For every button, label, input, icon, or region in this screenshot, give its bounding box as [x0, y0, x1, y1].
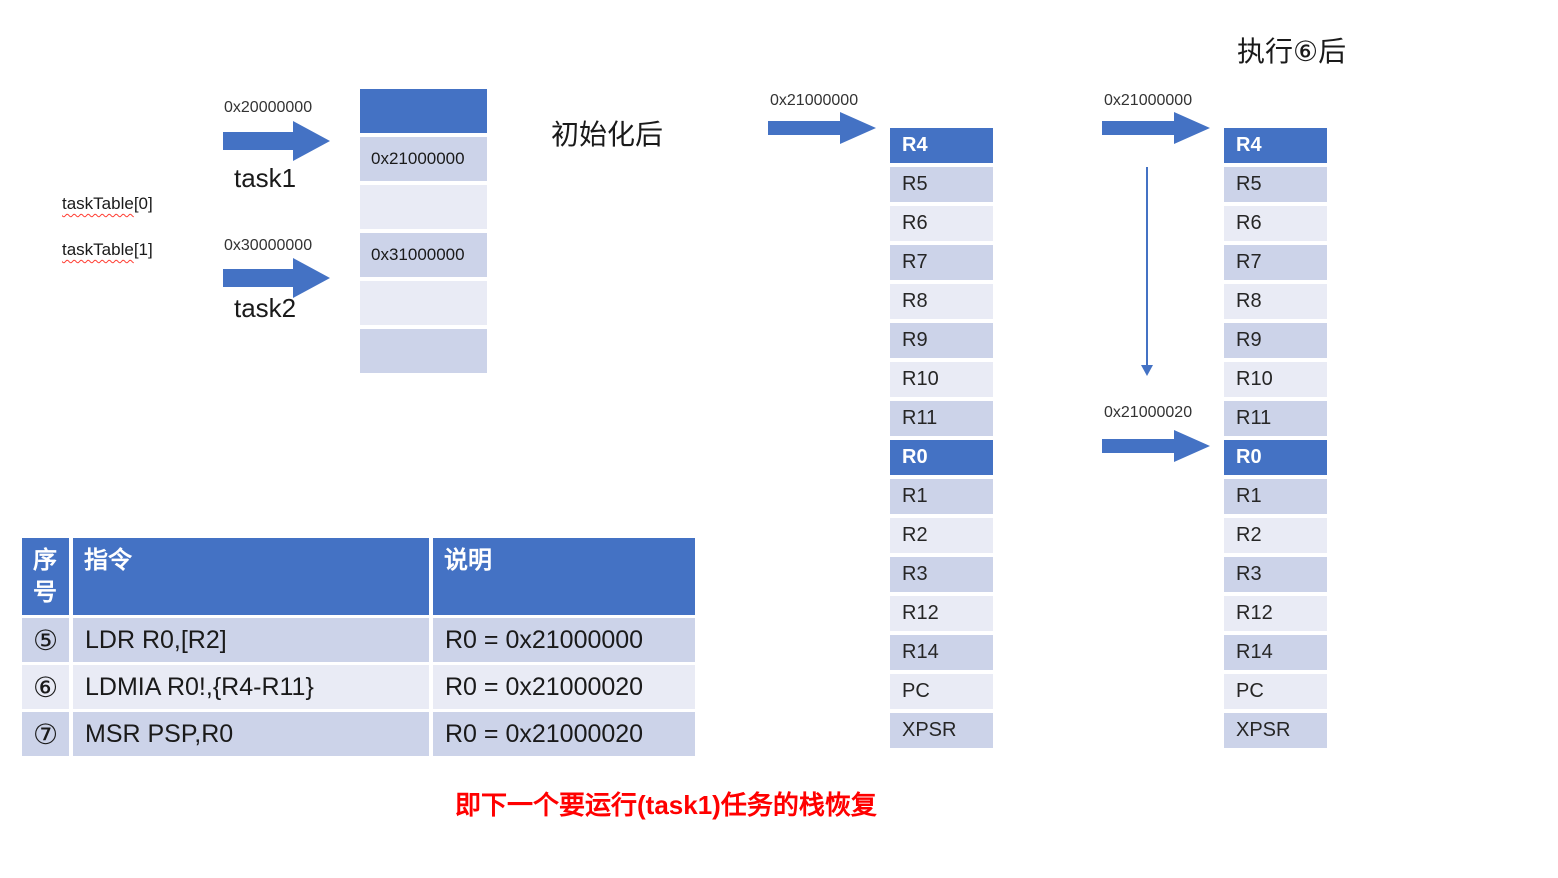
table-row1-instruction: LDR R0,[R2] — [73, 618, 429, 662]
register-row-r4: R4 — [890, 128, 993, 163]
task2-right-arrow-icon — [223, 258, 330, 298]
arrow-head — [1141, 365, 1153, 376]
register-row-pc: PC — [1224, 674, 1327, 709]
stack-step6-mid-pointer-address: 0x21000020 — [1104, 404, 1193, 421]
arrow-line — [1146, 167, 1148, 365]
register-row-r11: R11 — [890, 401, 993, 436]
memory-cell-0 — [360, 89, 487, 133]
arrow-head — [1174, 430, 1210, 462]
register-row-r2: R2 — [890, 518, 993, 553]
memory-cell-1: 0x21000000 — [360, 137, 487, 181]
label-stem: taskTable — [62, 194, 134, 213]
stack-init-pointer-address: 0x21000000 — [770, 92, 859, 109]
register-row-r14: R14 — [1224, 635, 1327, 670]
register-row-r10: R10 — [1224, 362, 1327, 397]
col-header-instruction: 指令 — [73, 538, 429, 615]
label-index: [0] — [133, 194, 153, 213]
memory-cell-3: 0x31000000 — [360, 233, 487, 277]
tasktable0-label: taskTable[0] — [62, 194, 153, 214]
table-row3-instruction: MSR PSP,R0 — [73, 712, 429, 756]
register-row-r5: R5 — [890, 167, 993, 202]
stack-init-pointer-arrow-icon — [768, 112, 876, 144]
task2-name: task2 — [234, 293, 297, 323]
register-row-xpsr: XPSR — [1224, 713, 1327, 748]
register-row-r3: R3 — [1224, 557, 1327, 592]
heading-after-step6: 执行⑥后 — [1237, 36, 1347, 67]
tcb-memory-block: 0x21000000 0x31000000 — [360, 89, 487, 377]
table-row2-description: R0 = 0x21000020 — [433, 665, 695, 709]
table-row2-seq: ⑥ — [22, 665, 69, 709]
table-row2-instruction: LDMIA R0!,{R4-R11} — [73, 665, 429, 709]
heading-after-init: 初始化后 — [551, 119, 664, 150]
register-row-r1: R1 — [890, 479, 993, 514]
col-header-description: 说明 — [433, 538, 695, 615]
table-row3-seq: ⑦ — [22, 712, 69, 756]
register-row-r8: R8 — [890, 284, 993, 319]
register-row-r12: R12 — [890, 596, 993, 631]
register-row-r8: R8 — [1224, 284, 1327, 319]
arrow-head — [293, 121, 330, 161]
register-row-xpsr: XPSR — [890, 713, 993, 748]
memory-cell-2 — [360, 185, 487, 229]
register-row-r9: R9 — [890, 323, 993, 358]
table-row1-description: R0 = 0x21000000 — [433, 618, 695, 662]
register-row-r4: R4 — [1224, 128, 1327, 163]
register-row-r1: R1 — [1224, 479, 1327, 514]
register-row-r0: R0 — [1224, 440, 1327, 475]
stack-step6-mid-pointer-arrow-icon — [1102, 430, 1210, 462]
memory-cell-5 — [360, 329, 487, 373]
table-row3-description: R0 = 0x21000020 — [433, 712, 695, 756]
register-row-r3: R3 — [890, 557, 993, 592]
register-row-r2: R2 — [1224, 518, 1327, 553]
arrow-head — [293, 258, 330, 298]
register-row-r5: R5 — [1224, 167, 1327, 202]
stack-step6-top-pointer-address: 0x21000000 — [1104, 92, 1193, 109]
arrow-head — [840, 112, 876, 144]
register-row-r0: R0 — [890, 440, 993, 475]
register-row-r7: R7 — [890, 245, 993, 280]
table-row1-seq: ⑤ — [22, 618, 69, 662]
task1-name: task1 — [234, 163, 297, 193]
task1-address-label: 0x20000000 — [224, 99, 313, 116]
stack-step6-top-pointer-arrow-icon — [1102, 112, 1210, 144]
memory-cell-4 — [360, 281, 487, 325]
arrow-shaft — [1102, 121, 1174, 135]
arrow-head — [1174, 112, 1210, 144]
arrow-shaft — [223, 132, 293, 150]
register-row-r12: R12 — [1224, 596, 1327, 631]
col-header-seq: 序号 — [22, 538, 69, 615]
arrow-shaft — [768, 121, 840, 135]
label-index: [1] — [133, 240, 153, 259]
arrow-shaft — [1102, 439, 1174, 453]
register-row-r7: R7 — [1224, 245, 1327, 280]
label-stem: taskTable — [62, 240, 134, 259]
register-row-r6: R6 — [1224, 206, 1327, 241]
down-arrow-icon — [1141, 167, 1153, 376]
register-row-r6: R6 — [890, 206, 993, 241]
register-row-r10: R10 — [890, 362, 993, 397]
task2-address-label: 0x30000000 — [224, 237, 313, 254]
bottom-note: 即下一个要运行(task1)任务的栈恢复 — [455, 790, 877, 820]
register-row-r14: R14 — [890, 635, 993, 670]
register-row-r9: R9 — [1224, 323, 1327, 358]
register-row-r11: R11 — [1224, 401, 1327, 436]
tasktable1-label: taskTable[1] — [62, 240, 153, 260]
task1-right-arrow-icon — [223, 121, 330, 161]
register-row-pc: PC — [890, 674, 993, 709]
arrow-shaft — [223, 269, 293, 287]
